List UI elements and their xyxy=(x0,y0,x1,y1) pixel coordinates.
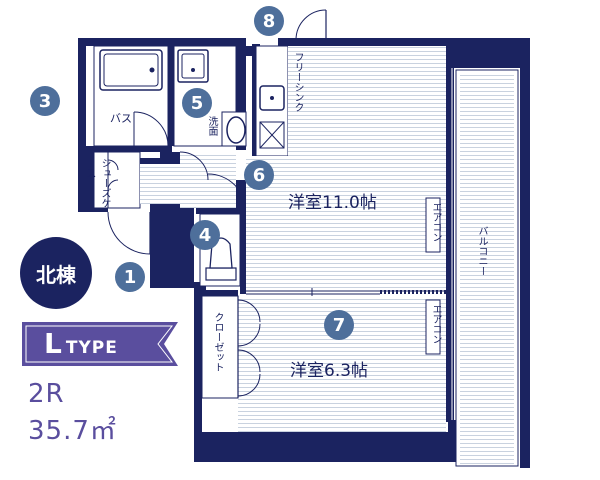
bathroom xyxy=(93,45,169,147)
area-label: 35.7㎡ xyxy=(28,416,117,446)
marker-5: 5 xyxy=(182,88,212,118)
layout-label: 2R xyxy=(28,379,65,409)
room-label-large: 洋室11.0帖 xyxy=(288,193,377,213)
marker-3: 3 xyxy=(30,86,60,116)
room-label-bath: バス xyxy=(110,112,132,125)
room-label-closet: クローゼット xyxy=(212,312,223,372)
building-badge: 北棟 xyxy=(20,237,92,309)
western-room-large xyxy=(288,46,446,290)
marker-7: 7 xyxy=(324,310,354,340)
entrance xyxy=(108,212,150,252)
marker-6: 6 xyxy=(244,160,274,190)
top-door xyxy=(287,9,327,46)
room-label-balcony: バルコニー xyxy=(476,226,487,276)
room-label-free-sink: フリーシンク xyxy=(292,52,303,112)
aircon-unit-1 xyxy=(425,197,441,253)
room-label-small: 洋室6.3帖 xyxy=(290,361,369,381)
kitchen xyxy=(255,45,289,157)
room-label-shoe-case: シューズケース xyxy=(84,158,110,208)
entrance-door xyxy=(107,211,151,255)
type-banner xyxy=(22,322,178,366)
marker-8: 8 xyxy=(254,6,284,36)
washroom xyxy=(173,45,247,147)
type-word: TYPE xyxy=(65,338,118,358)
shoe-case-area xyxy=(93,151,141,209)
room-label-aircon-2: エアコン xyxy=(430,304,441,344)
aircon-unit-2 xyxy=(425,299,441,355)
type-letter: L xyxy=(44,327,62,360)
room-label-washroom: 洗面 xyxy=(206,116,217,136)
room-label-aircon-1: エアコン xyxy=(430,202,441,242)
windows xyxy=(449,68,453,420)
closet xyxy=(201,295,261,399)
marker-4: 4 xyxy=(190,220,220,250)
entrance-floor xyxy=(140,164,180,204)
marker-1: 1 xyxy=(115,262,145,292)
balcony xyxy=(455,69,519,467)
